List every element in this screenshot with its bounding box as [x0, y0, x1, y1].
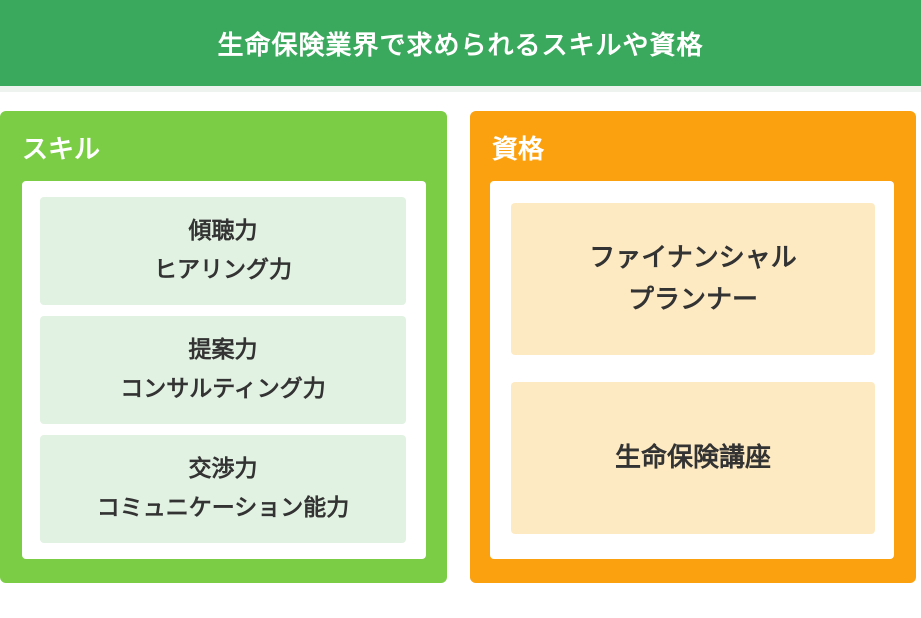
qualifications-panel: 資格 ファイナンシャル プランナー 生命保険講座	[470, 111, 916, 583]
qualification-name: ファイナンシャル	[589, 243, 797, 273]
skill-name: 提案力	[188, 337, 258, 363]
qualification-card-life-insurance: 生命保険講座	[511, 382, 875, 534]
skill-card-listening: 傾聴力 ヒアリング力	[40, 197, 406, 305]
page-header: 生命保険業界で求められるスキルや資格	[0, 0, 921, 86]
skills-list: 傾聴力 ヒアリング力 提案力 コンサルティング力 交渉力 コミュニケーション能力	[22, 181, 426, 559]
page-title: 生命保険業界で求められるスキルや資格	[217, 30, 704, 61]
skill-detail: コミュニケーション能力	[96, 495, 350, 521]
skill-name: 傾聴力	[188, 218, 258, 244]
qualification-name-cont: プランナー	[627, 285, 758, 315]
qualification-name: 生命保険講座	[614, 443, 771, 473]
skills-panel: スキル 傾聴力 ヒアリング力 提案力 コンサルティング力 交渉力 コミュニケーシ…	[0, 111, 447, 583]
skill-card-negotiation: 交渉力 コミュニケーション能力	[40, 435, 406, 543]
skill-name: 交渉力	[188, 456, 258, 482]
skill-card-proposal: 提案力 コンサルティング力	[40, 316, 406, 424]
qualifications-list: ファイナンシャル プランナー 生命保険講座	[490, 181, 894, 559]
qualifications-panel-title: 資格	[492, 135, 545, 165]
skill-detail: コンサルティング力	[120, 376, 326, 402]
qualification-card-fp: ファイナンシャル プランナー	[511, 203, 875, 355]
header-divider	[0, 86, 921, 92]
skill-detail: ヒアリング力	[154, 257, 292, 283]
skills-panel-title: スキル	[22, 135, 101, 165]
